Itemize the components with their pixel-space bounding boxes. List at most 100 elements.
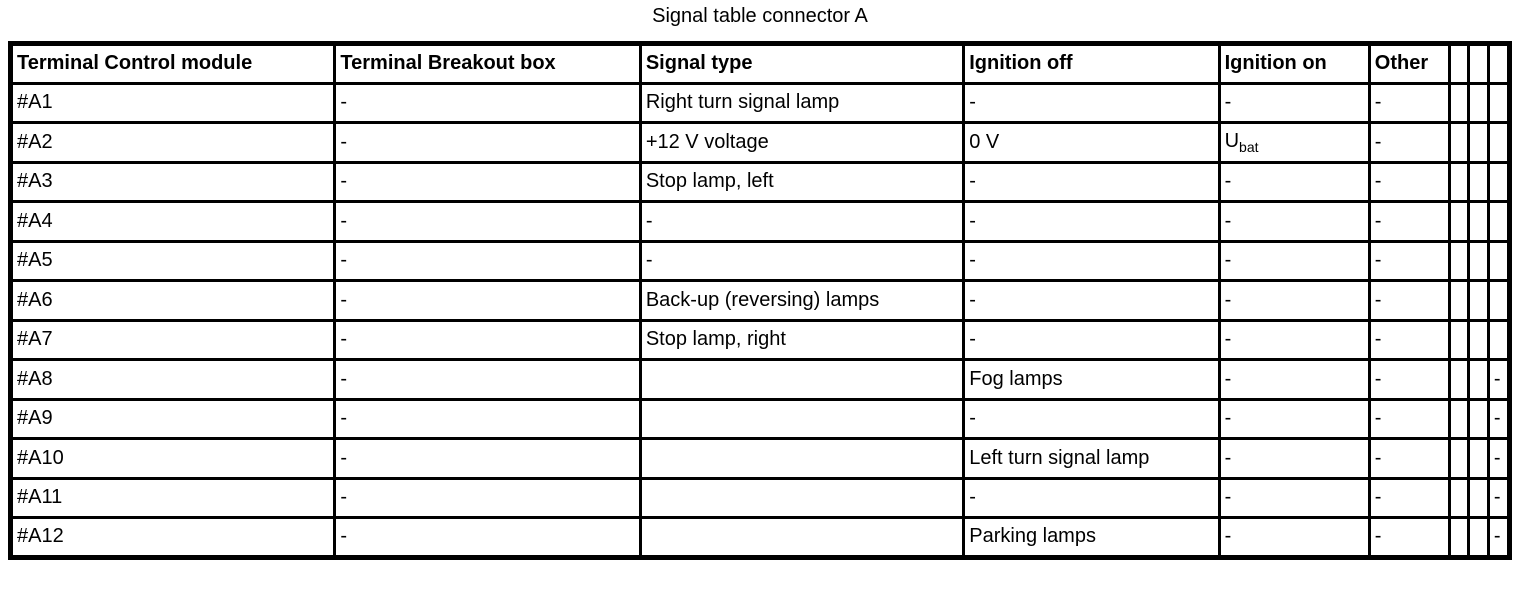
cell-signal-type [638, 397, 966, 440]
cell-extra-col-2 [1466, 516, 1490, 559]
cell-terminal-breakout-box: - [333, 358, 642, 401]
cell-signal-type [638, 476, 966, 519]
cell-other: - [1367, 318, 1451, 361]
cell-extra-col-3: - [1486, 516, 1512, 559]
table-row-a10: #A10-Left turn signal lamp--- [8, 437, 1512, 480]
cell-terminal-control-module: #A2 [8, 121, 337, 164]
cell-terminal-control-module: #A9 [8, 397, 337, 440]
cell-extra-col-3 [1486, 318, 1512, 361]
cell-extra-col-1 [1447, 200, 1470, 243]
cell-ignition-off: - [962, 318, 1221, 361]
cell-ignition-off: - [962, 81, 1221, 124]
cell-extra-col-1 [1447, 160, 1470, 203]
cell-other: - [1367, 437, 1451, 480]
cell-ignition-off: Left turn signal lamp [962, 437, 1221, 480]
column-header-extra-col-2 [1466, 42, 1490, 85]
cell-extra-col-2 [1466, 81, 1490, 124]
cell-extra-col-1 [1447, 397, 1470, 440]
cell-ignition-off: - [962, 279, 1221, 322]
cell-ignition-off: - [962, 160, 1221, 203]
cell-extra-col-3 [1486, 81, 1512, 124]
cell-extra-col-1 [1447, 279, 1470, 322]
cell-terminal-breakout-box: - [333, 476, 642, 519]
table-row-a1: #A1-Right turn signal lamp--- [8, 81, 1512, 124]
cell-extra-col-1 [1447, 239, 1470, 282]
cell-other: - [1367, 397, 1451, 440]
cell-terminal-breakout-box: - [333, 81, 642, 124]
cell-extra-col-1 [1447, 318, 1470, 361]
cell-other: - [1367, 476, 1451, 519]
cell-ignition-on: - [1217, 160, 1371, 203]
value-subscript-text: bat [1239, 138, 1259, 155]
cell-other: - [1367, 358, 1451, 401]
cell-extra-col-1 [1447, 81, 1470, 124]
cell-extra-col-3 [1486, 200, 1512, 243]
cell-ignition-on: - [1217, 239, 1371, 282]
cell-ignition-on: - [1217, 476, 1371, 519]
column-header-terminal-control-module: Terminal Control module [8, 42, 337, 85]
cell-ignition-off: - [962, 239, 1221, 282]
cell-terminal-control-module: #A12 [8, 516, 337, 559]
cell-terminal-breakout-box: - [333, 397, 642, 440]
cell-other: - [1367, 279, 1451, 322]
table-row-a8: #A8-Fog lamps--- [8, 358, 1512, 401]
column-header-extra-col-3 [1486, 42, 1512, 85]
cell-terminal-breakout-box: - [333, 200, 642, 243]
cell-terminal-control-module: #A4 [8, 200, 337, 243]
cell-terminal-breakout-box: - [333, 516, 642, 559]
cell-extra-col-2 [1466, 200, 1490, 243]
cell-ignition-off: 0 V [962, 121, 1221, 164]
table-row-a7: #A7-Stop lamp, right--- [8, 318, 1512, 361]
cell-terminal-breakout-box: - [333, 279, 642, 322]
cell-extra-col-1 [1447, 516, 1470, 559]
cell-extra-col-3: - [1486, 358, 1512, 401]
cell-terminal-control-module: #A11 [8, 476, 337, 519]
cell-signal-type: Right turn signal lamp [638, 81, 966, 124]
cell-extra-col-3 [1486, 121, 1512, 164]
cell-terminal-breakout-box: - [333, 239, 642, 282]
cell-extra-col-3 [1486, 160, 1512, 203]
cell-extra-col-3: - [1486, 397, 1512, 440]
cell-extra-col-2 [1466, 239, 1490, 282]
cell-ignition-off: - [962, 397, 1221, 440]
cell-terminal-control-module: #A8 [8, 358, 337, 401]
cell-other: - [1367, 239, 1451, 282]
cell-extra-col-2 [1466, 160, 1490, 203]
cell-ignition-on: - [1217, 358, 1371, 401]
cell-other: - [1367, 200, 1451, 243]
cell-ignition-on: Ubat [1217, 121, 1371, 164]
cell-extra-col-2 [1466, 121, 1490, 164]
cell-signal-type [638, 437, 966, 480]
cell-terminal-control-module: #A6 [8, 279, 337, 322]
cell-other: - [1367, 121, 1451, 164]
cell-terminal-control-module: #A7 [8, 318, 337, 361]
column-header-ignition-off: Ignition off [962, 42, 1221, 85]
table-title: Signal table connector A [652, 5, 868, 27]
cell-extra-col-3: - [1486, 437, 1512, 480]
table-row-a12: #A12-Parking lamps--- [8, 516, 1512, 559]
cell-signal-type: - [638, 239, 966, 282]
cell-terminal-control-module: #A5 [8, 239, 337, 282]
column-header-terminal-breakout-box: Terminal Breakout box [333, 42, 642, 85]
cell-other: - [1367, 81, 1451, 124]
column-header-signal-type: Signal type [638, 42, 966, 85]
cell-terminal-control-module: #A10 [8, 437, 337, 480]
page: Signal table connector A Terminal Contro… [0, 4, 1520, 608]
table-row-a6: #A6-Back-up (reversing) lamps--- [8, 279, 1512, 322]
cell-signal-type: Stop lamp, left [638, 160, 966, 203]
cell-signal-type: +12 V voltage [638, 121, 966, 164]
cell-ignition-on: - [1217, 318, 1371, 361]
cell-other: - [1367, 160, 1451, 203]
cell-extra-col-1 [1447, 121, 1470, 164]
cell-terminal-breakout-box: - [333, 318, 642, 361]
cell-extra-col-3: - [1486, 476, 1512, 519]
cell-extra-col-3 [1486, 279, 1512, 322]
cell-signal-type: Stop lamp, right [638, 318, 966, 361]
table-row-a9: #A9----- [8, 397, 1512, 440]
cell-ignition-on: - [1217, 516, 1371, 559]
cell-signal-type [638, 358, 966, 401]
cell-signal-type: - [638, 200, 966, 243]
